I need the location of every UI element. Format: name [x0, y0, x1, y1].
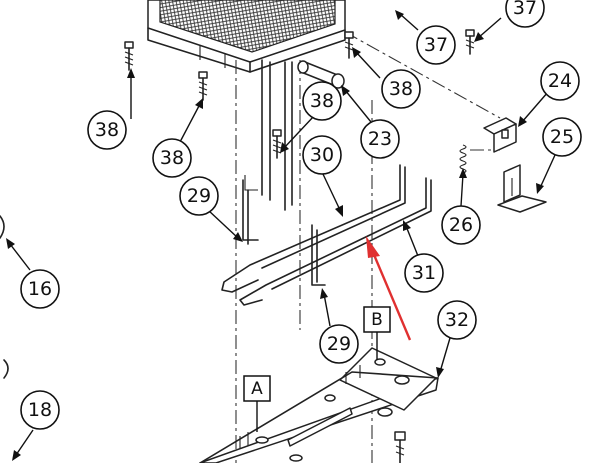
leader-lines: [6, 10, 556, 461]
callout-16: 16: [20, 269, 60, 309]
callout-18: 18: [20, 390, 60, 430]
screw-bottom: [394, 431, 406, 463]
latch-25: [497, 164, 547, 213]
base-tray: [199, 347, 439, 463]
wire-frame-29-right: [311, 224, 326, 286]
svg-text:30: 30: [310, 144, 334, 166]
callout-38d: 38: [381, 69, 421, 109]
screw-far-right: [465, 29, 475, 55]
guide-rods: [244, 59, 293, 211]
screw-left: [124, 41, 134, 71]
callout-38b: 38: [152, 138, 192, 178]
wire-frame-29-left: [242, 179, 259, 245]
callout-30: 30: [302, 135, 342, 175]
wire-frame-30: [221, 164, 406, 293]
svg-text:29: 29: [327, 333, 351, 355]
callout-31: 31: [404, 253, 444, 293]
svg-text:38: 38: [160, 147, 184, 169]
callout-37a: 37: [416, 25, 456, 65]
svg-text:26: 26: [449, 214, 473, 236]
screw-mid-left: [198, 71, 208, 101]
callout-29a: 29: [179, 176, 219, 216]
callout-26: 26: [441, 205, 481, 245]
callout-23: 23: [360, 119, 400, 159]
reference-label-b: B: [363, 306, 391, 333]
left-edge-parts: [0, 215, 9, 379]
pin-part: [297, 60, 345, 89]
svg-text:31: 31: [412, 262, 436, 284]
svg-text:37: 37: [424, 34, 448, 56]
accent-arrow: [366, 236, 412, 341]
callout-37b: 37: [505, 0, 545, 28]
callout-38c: 38: [302, 81, 342, 121]
callout-24: 24: [540, 61, 580, 101]
svg-text:16: 16: [28, 278, 52, 300]
svg-text:B: B: [371, 310, 383, 330]
screen-assembly: [147, 0, 346, 73]
callout-25: 25: [542, 117, 582, 157]
bracket-24: [483, 117, 517, 153]
svg-text:32: 32: [445, 309, 469, 331]
spring-26: [459, 144, 467, 174]
svg-text:25: 25: [550, 126, 574, 148]
svg-text:38: 38: [389, 78, 413, 100]
callout-38a: 38: [87, 110, 127, 150]
svg-text:29: 29: [187, 185, 211, 207]
screw-top-right: [344, 31, 354, 59]
callout-32: 32: [437, 300, 477, 340]
callout-29b: 29: [319, 324, 359, 364]
svg-text:24: 24: [548, 70, 572, 92]
reference-label-a: A: [243, 375, 271, 402]
svg-text:18: 18: [28, 399, 52, 421]
screw-center: [272, 129, 282, 159]
svg-text:A: A: [251, 379, 263, 399]
svg-text:38: 38: [310, 90, 334, 112]
wire-frame-31: [239, 177, 432, 306]
svg-text:23: 23: [368, 128, 392, 150]
svg-text:37: 37: [513, 0, 537, 19]
svg-text:38: 38: [95, 119, 119, 141]
